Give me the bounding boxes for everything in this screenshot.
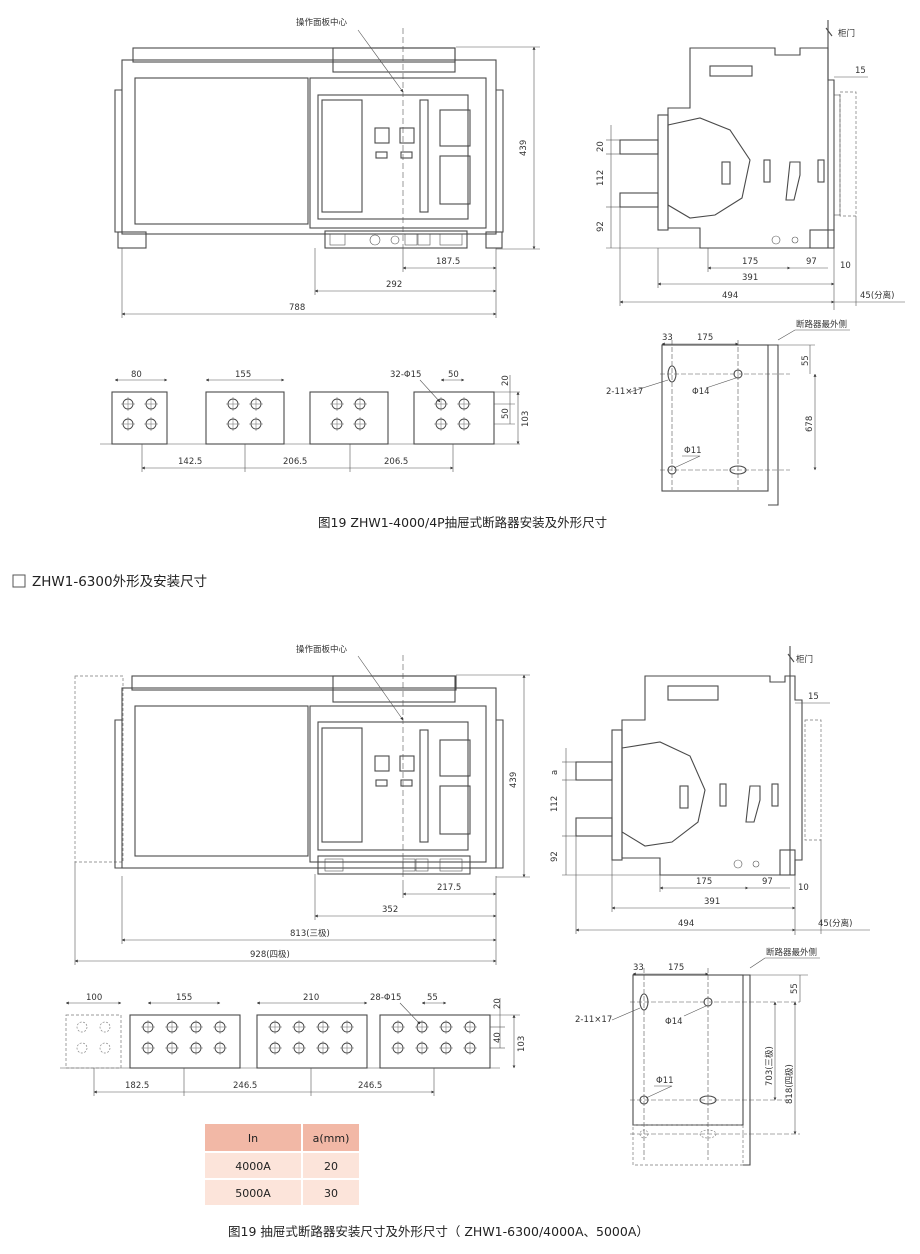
top-side-92: 92: [596, 221, 606, 232]
bottom-mount-phi14: Φ14: [665, 1017, 683, 1027]
bottom-outer-label: 断路器最外侧: [766, 947, 817, 958]
bottom-bus-210: 210: [303, 993, 319, 1003]
bottom-bus-holes: 28-Φ15: [370, 993, 401, 1003]
table-header-a: a(mm): [313, 1132, 350, 1145]
bottom-side-10: 10: [798, 883, 809, 893]
top-mount-678: 678: [805, 416, 815, 432]
bottom-dim-217: 217.5: [437, 883, 461, 893]
bottom-side-391: 391: [704, 897, 720, 907]
bottom-front-view: 操作面板中心 439 217.5 352 813(三极) 928(四极): [74, 644, 530, 965]
section-checkbox-icon: [12, 574, 26, 588]
top-side-45: 45(分离): [860, 290, 894, 301]
table-cell-in: 4000A: [235, 1160, 271, 1173]
top-door-label: 柜门: [838, 28, 855, 39]
bottom-bus-103: 103: [517, 1036, 527, 1052]
top-caption: 图19 ZHW1-4000/4P抽屉式断路器安装及外形尺寸: [318, 515, 607, 530]
top-dim-187: 187.5: [436, 257, 460, 267]
top-bus-155: 155: [235, 370, 251, 380]
top-bus-142: 142.5: [178, 457, 202, 467]
bottom-mount-phi11: Φ11: [656, 1076, 674, 1086]
table-cell: [205, 1180, 301, 1205]
top-side-view: 柜门 15 20 112 92 175 97 10 391 494 45(分离): [596, 20, 905, 310]
top-side-494: 494: [722, 291, 738, 301]
top-outer-label: 断路器最外侧: [796, 319, 847, 330]
bottom-panel-label: 操作面板中心: [296, 644, 348, 655]
bottom-side-view: 柜门 15 a 112 92 175 97 10 391 494 45(分离): [550, 646, 870, 935]
bottom-side-15: 15: [808, 692, 819, 702]
bottom-mount-55: 55: [790, 983, 800, 994]
top-mount-phi11: Φ11: [684, 446, 702, 456]
bottom-mount-slots: 2-11×17: [575, 1015, 612, 1025]
bottom-side-45: 45(分离): [818, 918, 852, 929]
top-mount-view: 33 175 断路器最外侧 2-11×17 Φ14 Φ11 55 678: [606, 319, 850, 506]
top-bus-20: 20: [501, 375, 511, 386]
top-dim-439: 439: [519, 140, 529, 156]
bottom-bus-55: 55: [427, 993, 438, 1003]
bottom-bus-246b: 246.5: [358, 1081, 382, 1091]
top-side-175: 175: [742, 257, 758, 267]
bottom-side-97: 97: [762, 877, 773, 887]
table-header-cell: [205, 1124, 301, 1151]
bottom-caption: 图19 抽屉式断路器安装尺寸及外形尺寸（ ZHW1-6300/4000A、500…: [228, 1224, 649, 1239]
bottom-bus-20: 20: [493, 998, 503, 1009]
bottom-side-a: a: [550, 770, 560, 775]
bottom-busbar-view: 100 155 210 28-Φ15 55 20 40 103 182.5 24…: [60, 993, 527, 1096]
top-mount-175: 175: [697, 333, 713, 343]
bottom-side-92: 92: [550, 851, 560, 862]
bottom-dim-928: 928(四极): [250, 949, 290, 960]
top-mount-slots: 2-11×17: [606, 387, 643, 397]
top-bus-50a: 50: [448, 370, 459, 380]
bottom-side-112: 112: [550, 796, 560, 812]
bottom-bus-182: 182.5: [125, 1081, 149, 1091]
top-mount-phi14: Φ14: [692, 387, 710, 397]
top-mount-33: 33: [662, 333, 673, 343]
table-cell-in: 5000A: [235, 1187, 271, 1200]
bottom-dim-813: 813(三极): [290, 928, 330, 939]
top-side-97: 97: [806, 257, 817, 267]
bottom-bus-100: 100: [86, 993, 102, 1003]
top-mount-55: 55: [801, 355, 811, 366]
top-bus-103: 103: [521, 411, 531, 427]
top-side-112: 112: [596, 170, 606, 186]
top-bus-206a: 206.5: [283, 457, 307, 467]
table-header-cell: [303, 1124, 359, 1151]
top-busbar-view: 80 155 32-Φ15 50 20 50 103 142.5 206.5 2…: [100, 370, 531, 472]
top-side-15: 15: [855, 66, 866, 76]
bottom-dim-352: 352: [382, 905, 398, 915]
table-cell: [303, 1180, 359, 1205]
bottom-mount-33: 33: [633, 963, 644, 973]
table-header-in: In: [248, 1132, 258, 1145]
top-bus-holes: 32-Φ15: [390, 370, 421, 380]
table-cell-a: 30: [324, 1187, 338, 1200]
top-side-10: 10: [840, 261, 851, 271]
bottom-dim-439: 439: [509, 772, 519, 788]
table-cell-a: 20: [324, 1160, 338, 1173]
bottom-side-494: 494: [678, 919, 694, 929]
bottom-mount-view: 33 175 断路器最外侧 2-11×17 Φ14 Φ11 55 703(三极)…: [575, 947, 820, 1166]
table-cell: [303, 1153, 359, 1178]
top-bus-206b: 206.5: [384, 457, 408, 467]
top-side-391: 391: [742, 273, 758, 283]
top-side-20: 20: [596, 141, 606, 152]
bottom-mount-175: 175: [668, 963, 684, 973]
top-bus-50b: 50: [501, 408, 511, 419]
bottom-bus-246a: 246.5: [233, 1081, 257, 1091]
bottom-mount-818: 818(四极): [784, 1064, 795, 1104]
top-dim-292: 292: [386, 280, 402, 290]
rating-table: In a(mm) 4000A 20 5000A 30: [205, 1124, 359, 1205]
top-front-view: 操作面板中心 439 187.5 292 788: [114, 17, 540, 318]
top-panel-label: 操作面板中心: [296, 17, 348, 28]
top-dim-788: 788: [289, 303, 305, 313]
bottom-door-label: 柜门: [796, 654, 813, 665]
table-cell: [205, 1153, 301, 1178]
top-bus-80: 80: [131, 370, 142, 380]
bottom-bus-155: 155: [176, 993, 192, 1003]
bottom-mount-703: 703(三极): [764, 1046, 775, 1086]
bottom-bus-40: 40: [493, 1032, 503, 1043]
section-title: ZHW1-6300外形及安装尺寸: [32, 574, 207, 590]
bottom-side-175: 175: [696, 877, 712, 887]
